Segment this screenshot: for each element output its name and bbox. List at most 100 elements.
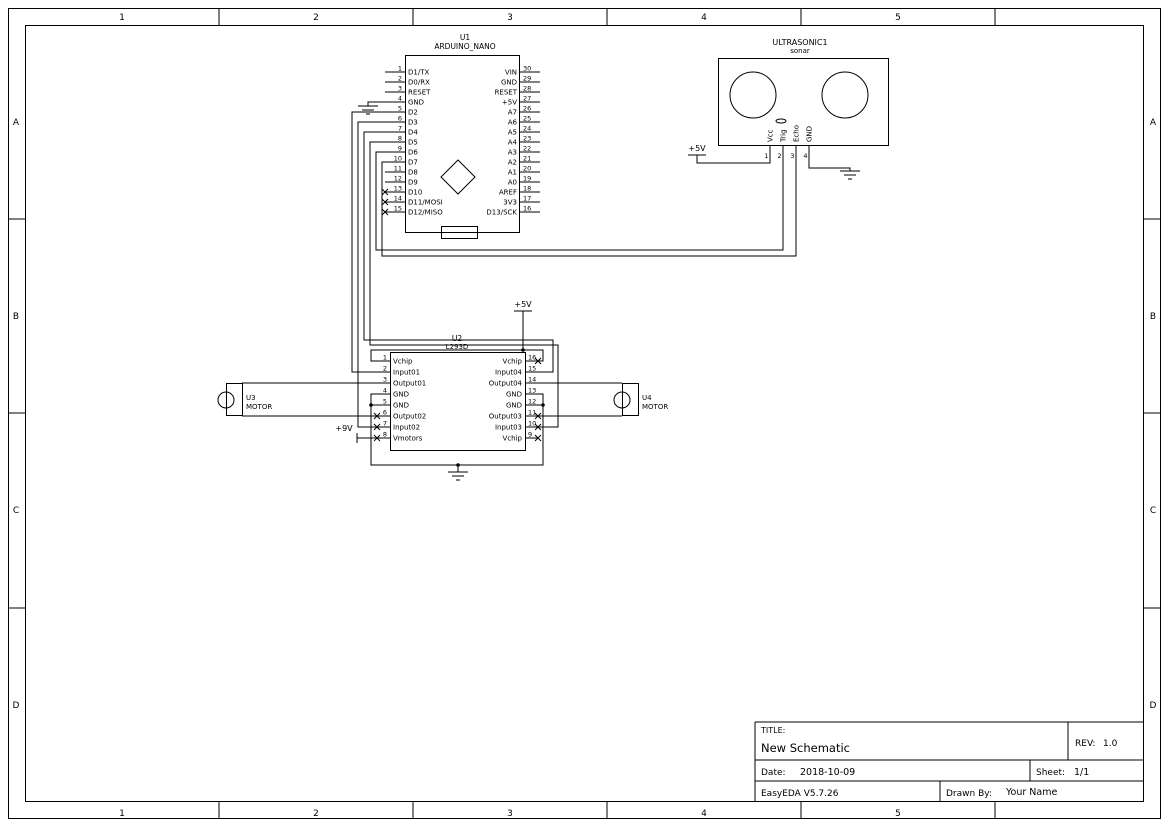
grid-column-label: 2 [313, 13, 319, 23]
pin-name: 3V3 [503, 199, 517, 207]
motor-left-value: MOTOR [246, 403, 272, 411]
pin-name: Vchip [503, 358, 523, 366]
pin-name: D13/SCK [486, 209, 517, 217]
grid-column-label: 1 [119, 13, 125, 23]
component-motor-left: U3 MOTOR [217, 383, 272, 416]
pin-name: RESET [495, 89, 518, 97]
grid-row-label: D [13, 701, 20, 711]
frame-outer-border [8, 8, 1161, 819]
pin-number: 12 [528, 398, 536, 406]
pin-name: Input04 [495, 369, 523, 377]
pin-number: 5 [383, 398, 387, 406]
no-connect-icon [381, 188, 389, 196]
pin-number: 21 [523, 155, 531, 163]
pin-name: Vmotors [393, 435, 423, 443]
power-flag-5v-u2: +5V [514, 300, 532, 312]
pin-number: 10 [394, 155, 402, 163]
pin-name: A6 [508, 119, 518, 127]
pin-number: 3 [398, 85, 402, 93]
pin-name: D3 [408, 119, 418, 127]
pin-number: 14 [528, 376, 536, 384]
pin-number: 6 [383, 409, 387, 417]
driver-body [390, 352, 526, 451]
pin-number: 1 [383, 354, 387, 362]
junction-dots [369, 348, 545, 467]
pin-number: 18 [523, 185, 531, 193]
pin-name: D11/MOSI [408, 199, 443, 207]
driver-pins-right: 16Vchip15Input0414Output0413GND12GND11Ou… [489, 354, 542, 443]
rev-label: REV: [1075, 739, 1095, 749]
pin-name: RESET [408, 89, 431, 97]
pin-number: 13 [394, 185, 402, 193]
pin-number: 23 [523, 135, 531, 143]
wire-u1-gnd [367, 101, 385, 106]
pin-name: Vchip [503, 435, 523, 443]
pin-number: 4 [398, 95, 402, 103]
pin-name: Input02 [393, 424, 420, 432]
pin-name: D5 [408, 139, 418, 147]
pin-number: 5 [398, 105, 402, 113]
pin-name: D10 [408, 189, 422, 197]
pin-number: 2 [777, 152, 781, 160]
arduino-ref: U1 [460, 33, 470, 42]
grid-column-label: 4 [701, 809, 707, 819]
pin-number: 1 [398, 65, 402, 73]
net-label-9v: +9V [335, 424, 353, 433]
sonar-transducer-left [729, 71, 777, 119]
pin-number: 2 [383, 365, 387, 373]
pin-name: A4 [508, 139, 518, 147]
junction-dot [456, 463, 460, 467]
ground-symbol-u1 [358, 105, 378, 115]
junction-dot [541, 403, 545, 407]
grid-column-label: 3 [507, 809, 513, 819]
component-motor-right: U4 MOTOR [613, 383, 668, 416]
pin-number: 22 [523, 145, 531, 153]
grid-row-label: D [1150, 701, 1157, 711]
title-block: TITLE: New Schematic REV: 1.0 Date: 2018… [754, 721, 1144, 802]
junction-dot [521, 348, 525, 352]
arduino-value: ARDUINO_NANO [434, 42, 495, 51]
wire-d4-input04 [363, 131, 554, 373]
wire-d3-input02 [357, 121, 385, 428]
pin-name: A7 [508, 109, 517, 117]
pin-number: 25 [523, 115, 531, 123]
pin-name: Output03 [489, 413, 522, 421]
ground-symbol-u2 [448, 471, 468, 481]
pin-number: 29 [523, 75, 531, 83]
pin-number: 19 [523, 175, 531, 183]
pin-number: 15 [528, 365, 536, 373]
pin-number: 16 [528, 354, 536, 362]
pin-name: Echo [793, 125, 801, 142]
pin-number: 2 [398, 75, 402, 83]
sheet-value: 1/1 [1074, 767, 1089, 778]
pin-number: 9 [398, 145, 402, 153]
wire-sonar-5v [696, 145, 771, 164]
driver-value: L293D [446, 343, 469, 351]
pin-name: GND [393, 391, 409, 399]
drawn-by-value: Your Name [1005, 787, 1057, 798]
net-label-5v: +5V [514, 300, 532, 309]
pin-name: D6 [408, 149, 418, 157]
pin-number: 4 [383, 387, 387, 395]
grid-column-label: 5 [895, 809, 901, 819]
grid-column-label: 3 [507, 13, 513, 23]
pin-name: +5V [502, 99, 517, 107]
software-version: EasyEDA V5.7.26 [761, 789, 839, 799]
pin-name: GND [506, 391, 522, 399]
net-label-5v: +5V [688, 144, 706, 153]
wire-d5-input03 [369, 141, 559, 428]
no-connect-icon [534, 423, 542, 431]
motor-left-ref: U3 [246, 394, 256, 402]
pin-number: 17 [523, 195, 531, 203]
no-connect-icon [381, 198, 389, 206]
pin-number: 4 [803, 152, 807, 160]
pin-number: 8 [398, 135, 402, 143]
wires-layer [242, 101, 851, 472]
pin-name: D1/TX [408, 69, 429, 77]
grid-row-label: A [1150, 118, 1157, 128]
